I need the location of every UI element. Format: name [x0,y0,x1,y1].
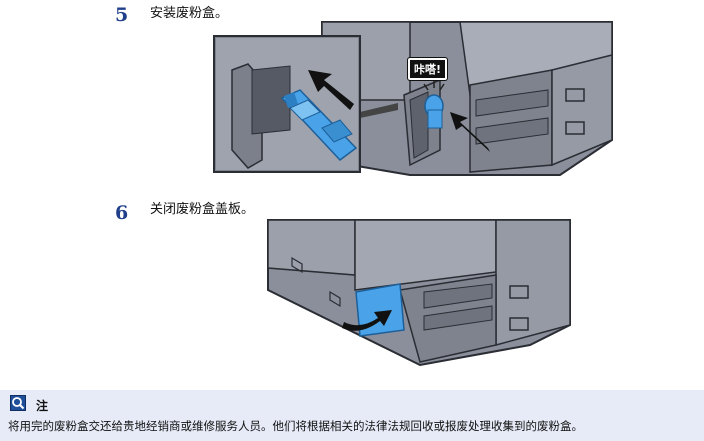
note-icon [10,395,26,411]
click-callout: 咔嗒! [406,57,449,81]
note-text: 将用完的废粉盒交还给贵地经销商或维修服务人员。他们将根据相关的法律法规回收或报废… [8,419,583,433]
click-callout-text: 咔嗒! [414,63,442,76]
step-5-number: 5 [115,4,129,26]
step-6-number: 6 [115,202,129,224]
note-title: 注 [36,399,49,413]
note-box [0,390,704,441]
step-5-text: 安装废粉盒。 [150,6,229,21]
step-6-text: 关闭废粉盒盖板。 [150,202,255,217]
